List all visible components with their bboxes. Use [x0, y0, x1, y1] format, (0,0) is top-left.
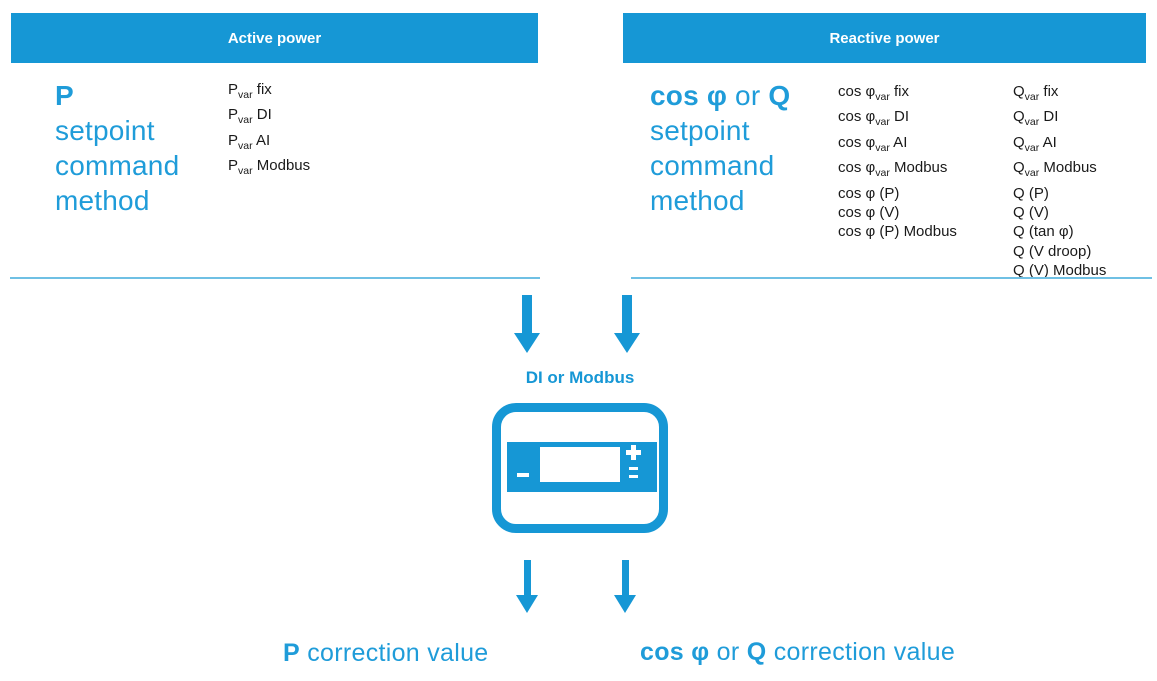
method-item: Qvar DI — [1013, 108, 1059, 129]
cos-phi-method-list: cos φvar fix cos φvar DI cos φvar AI cos φv… — [838, 82, 957, 242]
arrow-shaft — [621, 560, 629, 595]
arrow-head — [516, 595, 538, 613]
arrow-head — [614, 333, 640, 353]
method-item: Qvar AI — [1013, 133, 1057, 154]
reactive-power-header-label: Reactive power — [829, 29, 940, 47]
title-line: cos φ or Q — [650, 80, 791, 111]
method-item: cos φ (V) — [838, 204, 900, 222]
method-item: Q (tan φ) — [1013, 223, 1074, 241]
method-item: Qvar fix — [1013, 83, 1059, 103]
active-power-header: Active power — [11, 13, 538, 63]
p-correction-output-label: P correction value — [283, 639, 489, 667]
arrow-head — [514, 333, 540, 353]
method-item: cos φvar DI — [838, 108, 910, 129]
arrow-shaft — [622, 295, 632, 333]
method-item: Q (V droop) — [1013, 242, 1092, 260]
method-item: Qvar Modbus — [1013, 159, 1097, 180]
arrow-shaft — [522, 295, 532, 333]
method-item: Pvar Modbus — [228, 157, 311, 178]
title-line: P — [55, 80, 74, 111]
method-item: cos φvar AI — [838, 133, 908, 154]
method-item: Q (V) Modbus — [1013, 262, 1107, 280]
title-line: command — [650, 150, 775, 181]
device-screen — [540, 447, 620, 482]
title-line: setpoint — [55, 115, 155, 146]
device-display-panel — [507, 442, 657, 492]
dash-glyph — [629, 475, 638, 478]
reactive-power-header: Reactive power — [623, 13, 1146, 63]
method-item: cos φvar fix — [838, 83, 910, 103]
dash-glyph — [629, 467, 638, 470]
title-line: setpoint — [650, 115, 750, 146]
minus-glyph — [517, 473, 529, 477]
title-line: method — [55, 185, 150, 216]
method-item: Q (P) — [1013, 184, 1049, 202]
arrow-shaft — [523, 560, 531, 595]
title-line: command — [55, 150, 180, 181]
method-item: cos φvar Modbus — [838, 159, 948, 180]
method-item: Pvar fix — [228, 81, 272, 101]
active-power-header-label: Active power — [227, 29, 322, 47]
controller-device-icon — [492, 403, 668, 533]
reactive-power-setpoint-title: cos φ or Q setpoint command method — [650, 78, 790, 218]
down-arrow-icon — [614, 560, 636, 613]
left-divider-line — [10, 277, 540, 279]
method-item: Q (V) — [1013, 204, 1049, 222]
device-input-label: DI or Modbus — [525, 368, 635, 387]
down-arrow-icon — [516, 560, 538, 613]
cosphi-q-correction-output-label: cos φ or Q correction value — [640, 638, 956, 666]
method-item: Pvar AI — [228, 131, 271, 152]
arrow-head — [614, 595, 636, 613]
right-divider-line — [631, 277, 1152, 279]
down-arrow-icon — [614, 295, 640, 353]
method-item: cos φ (P) — [838, 184, 900, 202]
plus-glyph — [626, 445, 641, 460]
down-arrow-icon — [514, 295, 540, 353]
title-line: method — [650, 185, 745, 216]
method-item: Pvar DI — [228, 106, 272, 127]
method-item: cos φ (P) Modbus — [838, 223, 957, 241]
